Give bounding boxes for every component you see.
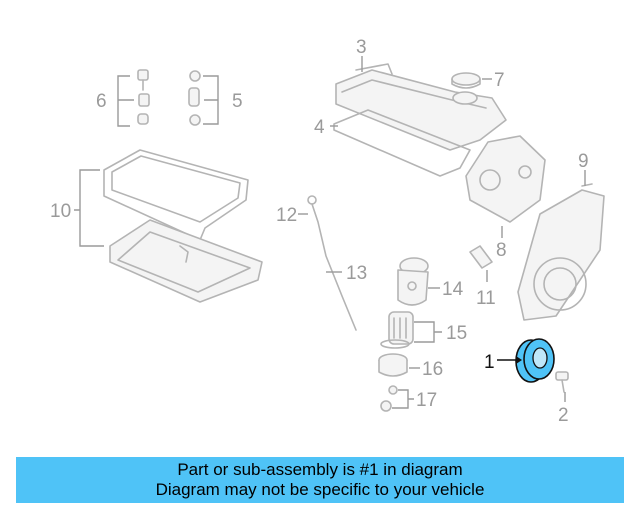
callout-16: 16 bbox=[422, 359, 443, 380]
oil-filter-housing bbox=[397, 257, 429, 306]
callout-10: 10 bbox=[50, 201, 71, 222]
bolt-group-6 bbox=[137, 69, 150, 125]
callout-1: 1 bbox=[484, 352, 495, 373]
timing-cover-upper bbox=[465, 135, 546, 223]
bolt-group-5 bbox=[188, 70, 201, 126]
callout-3: 3 bbox=[356, 37, 367, 58]
info-banner: Part or sub-assembly is #1 in diagram Di… bbox=[16, 457, 624, 503]
callout-4: 4 bbox=[314, 117, 325, 138]
valve-cover-gasket bbox=[333, 109, 471, 177]
oil-pan bbox=[109, 219, 263, 303]
callout-2: 2 bbox=[558, 405, 569, 426]
callout-12: 12 bbox=[276, 205, 297, 226]
callout-8: 8 bbox=[496, 240, 507, 261]
drain-plug-group bbox=[380, 385, 398, 412]
oil-pan-gasket bbox=[103, 149, 249, 241]
callout-14: 14 bbox=[442, 279, 464, 300]
oil-filler-cap bbox=[451, 72, 481, 89]
parts-diagram: 1 2 3 4 5 6 7 8 9 10 11 12 13 14 15 16 1… bbox=[50, 37, 605, 426]
callout-11: 11 bbox=[476, 288, 496, 309]
sensor bbox=[469, 245, 493, 269]
callout-5: 5 bbox=[232, 91, 243, 112]
callout-15: 15 bbox=[446, 323, 467, 344]
pulley-bolt bbox=[555, 371, 569, 393]
callout-6: 6 bbox=[96, 91, 107, 112]
callout-17: 17 bbox=[416, 390, 437, 411]
oil-filter-element bbox=[380, 311, 414, 349]
callout-9: 9 bbox=[578, 151, 589, 172]
valve-cover bbox=[335, 63, 507, 151]
timing-cover-lower bbox=[517, 183, 605, 321]
banner-line-1: Part or sub-assembly is #1 in diagram bbox=[177, 460, 463, 479]
banner-line-2: Diagram may not be specific to your vehi… bbox=[155, 480, 485, 499]
dipstick bbox=[307, 195, 357, 331]
callout-7: 7 bbox=[494, 70, 505, 91]
oil-filter-cap bbox=[378, 353, 408, 377]
highlighted-part-1[interactable] bbox=[515, 338, 555, 383]
callout-13: 13 bbox=[346, 263, 367, 284]
